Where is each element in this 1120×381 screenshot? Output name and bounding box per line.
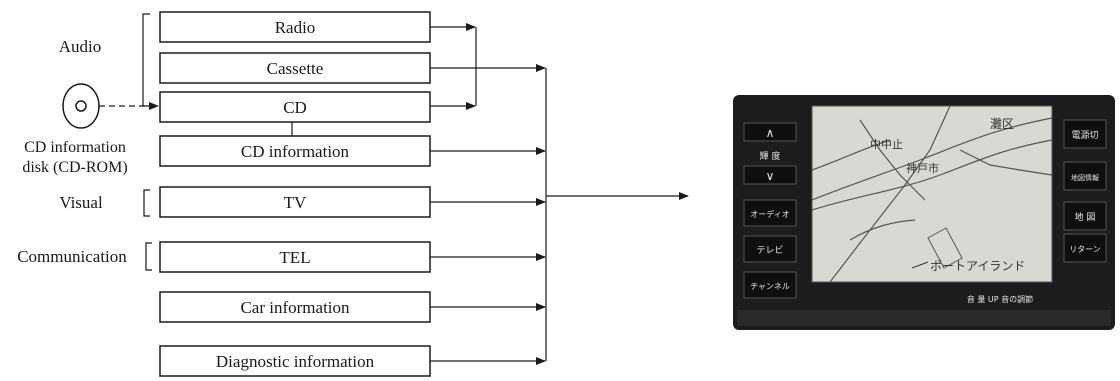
display-unit: 音 量 UP 音の調節 ∧ 輝 度 ∨ オーディオ テレビ チャンネル 電源切 [733,95,1115,330]
source-label-car-information: Car information [240,298,350,317]
communication-bracket [145,242,152,271]
map-label: 地 図 [1075,211,1096,223]
brightness-label: 輝 度 [760,150,781,162]
brightness-up-label: ∧ [766,126,775,140]
brightness-up-button[interactable]: ∧ [743,122,797,142]
brightness-down-button[interactable]: ∨ [743,165,797,185]
map-label-leader [911,261,929,269]
audio-bracket [142,13,150,107]
source-label-tel: TEL [279,248,310,267]
communication-group-label: Communication [17,247,127,266]
tv-mode-button[interactable]: テレビ [743,235,797,263]
audio-mode-label: オーディオ [750,209,789,219]
channel-button[interactable]: チャンネル [743,271,797,299]
cd-disk-icon [62,83,100,129]
map-button[interactable]: 地 図 [1063,201,1107,231]
brightness-down-label: ∨ [766,169,775,183]
port-island-shape [927,227,963,269]
channel-label: チャンネル [750,282,790,291]
source-label-cd-information: CD information [241,142,350,161]
tv-mode-label: テレビ [756,245,783,256]
map-roads [811,105,1053,283]
map-label-district: 灘区 [990,117,1014,131]
visual-group-label: Visual [59,193,103,212]
map-info-button[interactable]: 地図情報 [1063,161,1107,191]
audio-group-label: Audio [59,37,102,56]
return-button[interactable]: リターン [1063,233,1107,263]
source-box-car-information: Car information [159,291,431,323]
source-box-radio: Radio [159,11,431,43]
source-box-cd: CD [159,91,431,123]
source-label-tv: TV [284,193,307,212]
cd-disk-label-line1: CD information [24,139,126,156]
visual-bracket [143,189,150,217]
return-label: リターン [1069,245,1101,254]
map-label-island: ポートアイランド [930,259,1025,273]
source-box-tel: TEL [159,241,431,273]
map-screen: 灘区 中中止 神戸市 ポートアイランド [811,105,1053,283]
cd-disk-label-line2: disk (CD-ROM) [22,159,127,176]
map-label-kobe: 神戸市 [906,161,939,175]
source-box-cassette: Cassette [159,52,431,84]
display-bottom-text: 音 量 UP 音の調節 [967,294,1033,304]
source-label-diagnostic-information: Diagnostic information [216,352,375,371]
source-box-cd-information: CD information [159,135,431,167]
source-label-cassette: Cassette [267,59,324,78]
audio-mode-button[interactable]: オーディオ [743,199,797,227]
source-label-cd: CD [283,98,307,117]
source-box-tv: TV [159,186,431,218]
power-off-button[interactable]: 電源切 [1063,119,1107,149]
map-label-naka: 中中止 [870,138,903,151]
map-info-label: 地図情報 [1071,173,1099,182]
source-label-radio: Radio [275,18,316,37]
source-box-diagnostic-information: Diagnostic information [159,345,431,377]
power-off-label: 電源切 [1071,130,1098,141]
